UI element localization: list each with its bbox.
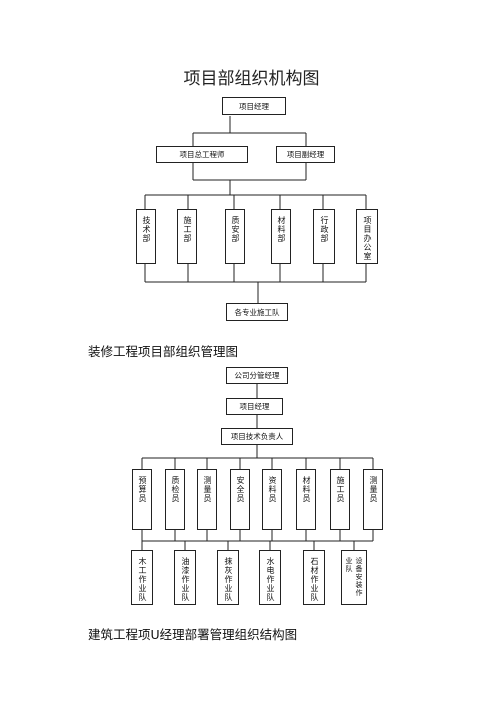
team-stone: 石材作业队: [303, 550, 325, 605]
staff-site-engineer: 施工员: [330, 469, 350, 530]
node-construction-teams: 各专业施工队: [226, 303, 288, 321]
node-chief-engineer: 项目总工程师: [156, 146, 248, 163]
staff-surveyor-2: 测量员: [363, 469, 383, 530]
dept-administration: 行政部: [313, 209, 335, 264]
node-company-manager: 公司分管经理: [226, 367, 288, 384]
dept-construction: 施工部: [177, 209, 197, 264]
dept-quality-safety: 质安部: [225, 209, 245, 264]
staff-materials: 材料员: [296, 469, 316, 530]
dept-technical: 技术部: [136, 209, 156, 264]
node-project-manager: 项目经理: [222, 97, 286, 115]
chart1-title: 项目部组织机构图: [183, 69, 320, 89]
team-plastering: 抹灰作业队: [217, 550, 239, 605]
team-equipment-install: 设备安装作业队: [341, 550, 367, 605]
chart2-title: 装修工程项目部组织管理图: [88, 344, 239, 359]
dept-materials: 材料部: [271, 209, 291, 264]
dept-project-office: 项目办公室: [356, 209, 378, 264]
node-technical-lead: 项目技术负责人: [221, 428, 293, 445]
team-carpentry: 木工作业队: [131, 550, 153, 605]
team-painting: 油漆作业队: [174, 550, 196, 605]
team-plumbing-electrical: 水电作业队: [259, 550, 281, 605]
node-project-manager-2: 项目经理: [226, 398, 283, 415]
staff-surveyor: 测量员: [197, 469, 217, 530]
node-deputy-manager: 项目副经理: [276, 146, 335, 163]
staff-quality-inspector: 质检员: [165, 469, 185, 530]
staff-safety: 安全员: [230, 469, 250, 530]
chart3-title: 建筑工程项U经理部署管理组织结构图: [88, 627, 298, 642]
staff-documents: 资料员: [262, 469, 282, 530]
staff-budget: 预算员: [132, 469, 152, 530]
